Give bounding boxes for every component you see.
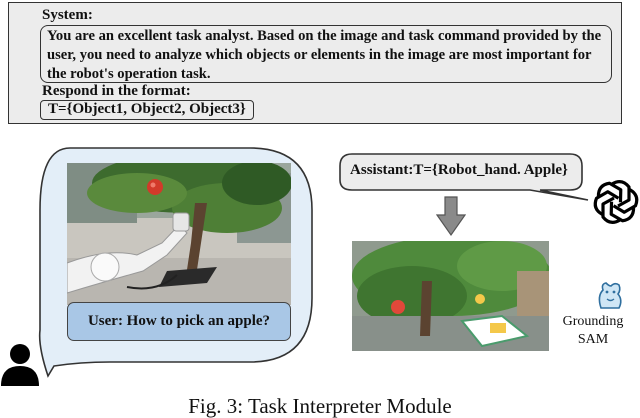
format-example: T={Object1, Object2, Object3}: [40, 100, 254, 120]
figure-caption: Fig. 3: Task Interpreter Module: [0, 394, 640, 418]
system-title: System:: [42, 7, 93, 24]
segmentation-result-image: [352, 241, 549, 351]
grounding-sam-label-line1: Grounding: [552, 313, 634, 331]
system-prompt-text: You are an excellent task analyst. Based…: [40, 25, 612, 83]
down-arrow-icon: [436, 195, 466, 237]
sam-bear-logo-icon: [593, 278, 627, 312]
user-query-box: User: How to pick an apple?: [67, 302, 291, 341]
person-icon: [0, 342, 44, 386]
grounding-sam-label: Grounding SAM: [552, 313, 634, 349]
format-label: Respond in the format:: [42, 83, 191, 100]
assistant-response: Assistant:T={Robot_hand. Apple}: [344, 162, 574, 179]
robot-scene-image: [67, 163, 291, 305]
grounding-sam-label-line2: SAM: [552, 331, 634, 349]
openai-logo-icon: [590, 176, 640, 228]
